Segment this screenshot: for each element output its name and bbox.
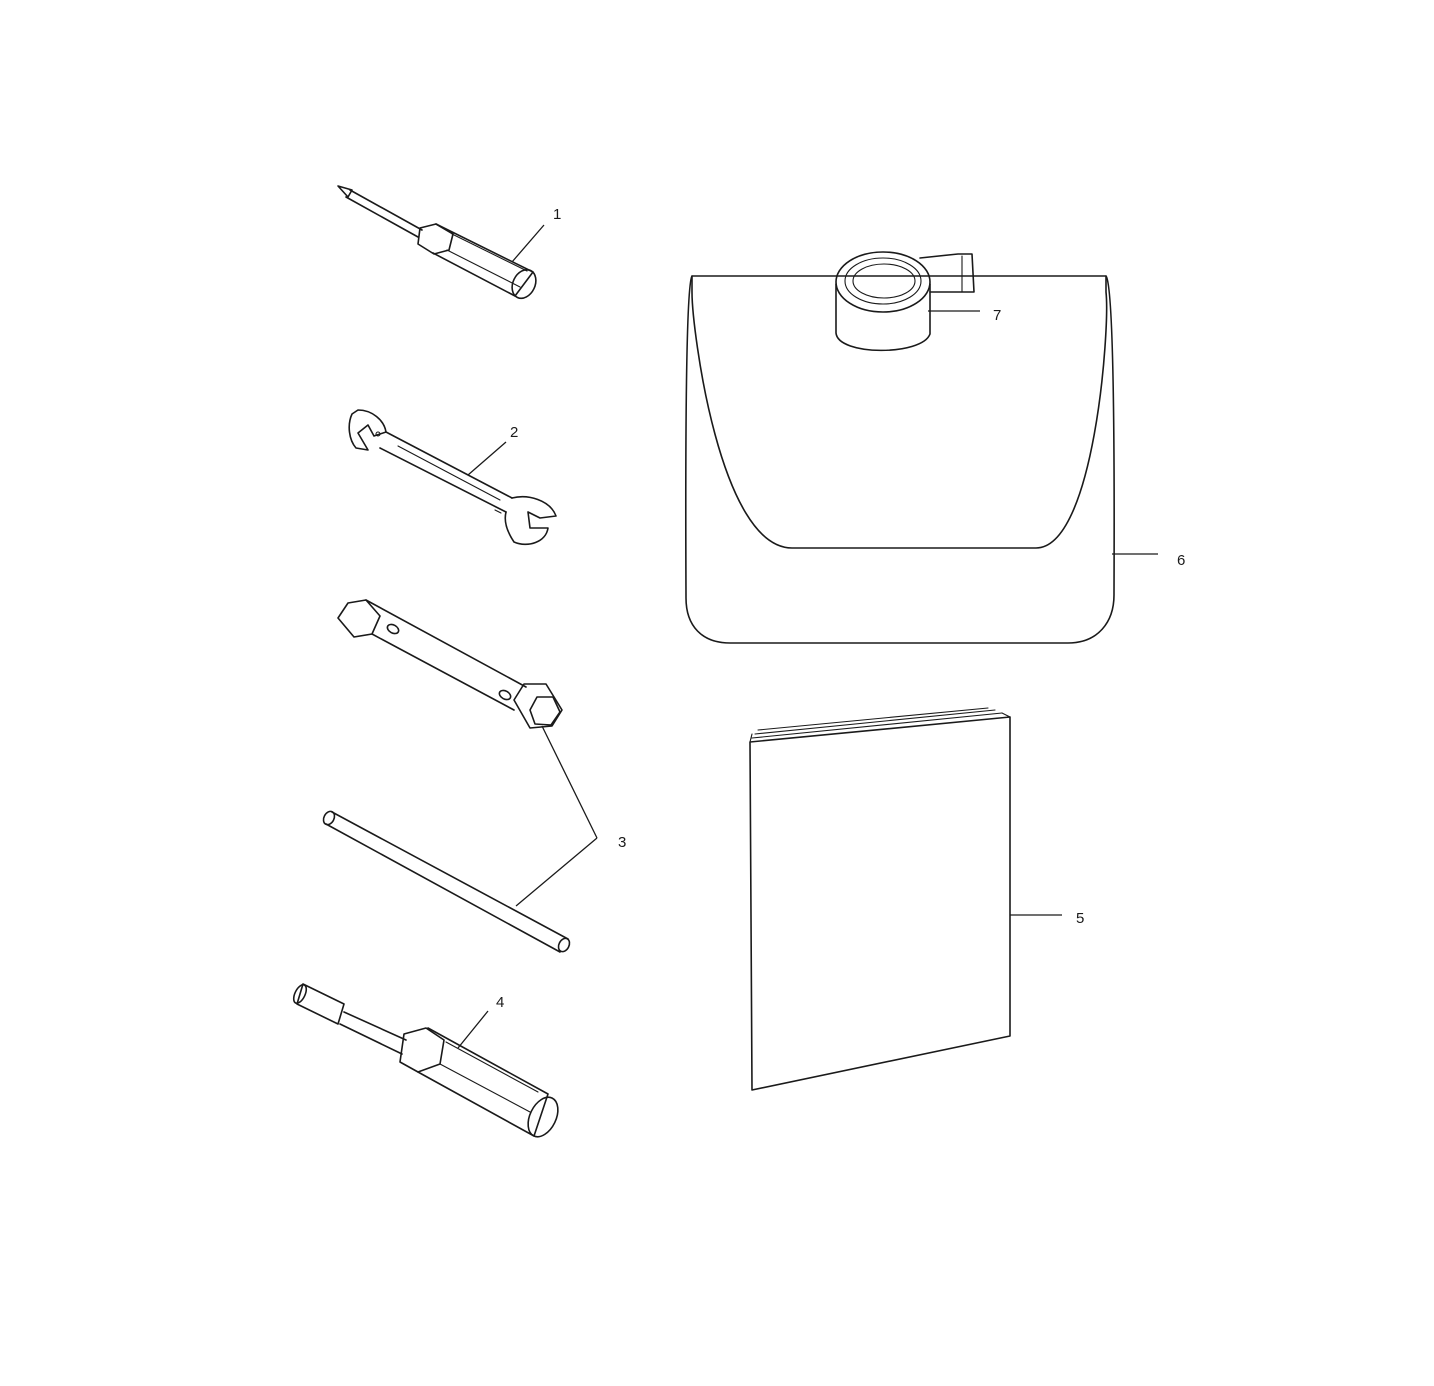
leader-lines xyxy=(457,224,1158,1049)
rolled-strap xyxy=(835,251,975,352)
callout-2: 2 xyxy=(510,424,518,441)
callout-3: 3 xyxy=(618,834,626,851)
tommy-bar xyxy=(322,810,571,953)
leader-4 xyxy=(457,1010,489,1049)
screwdriver-large xyxy=(292,983,559,1138)
tube-socket-wrench xyxy=(337,599,563,729)
leader-1 xyxy=(511,224,545,263)
owners-manual-booklet xyxy=(749,707,1011,1091)
callout-7: 7 xyxy=(993,307,1001,324)
tool-pouch xyxy=(684,275,1115,644)
open-end-wrench xyxy=(348,409,557,546)
callouts: 1 2 3 4 5 6 7 xyxy=(496,206,1185,1011)
callout-1: 1 xyxy=(553,206,561,223)
leader-2 xyxy=(467,441,507,476)
screwdriver-small xyxy=(337,185,537,300)
callout-4: 4 xyxy=(496,994,504,1011)
callout-6: 6 xyxy=(1177,552,1185,569)
leader-3a xyxy=(541,725,598,839)
callout-5: 5 xyxy=(1076,910,1084,927)
leader-3b xyxy=(515,837,598,907)
